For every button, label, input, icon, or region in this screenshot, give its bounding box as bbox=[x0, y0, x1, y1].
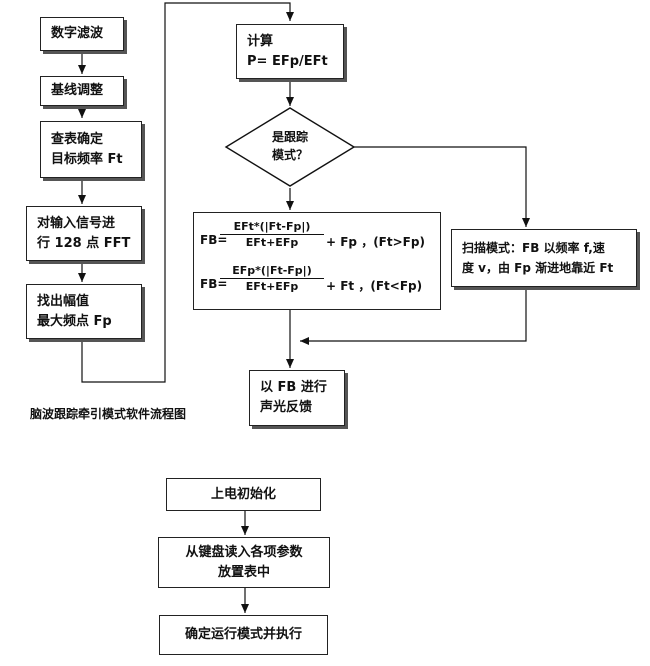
decision-line: 模式？ bbox=[271, 148, 308, 162]
scan-line: 扫描模式：FB 以频率 f,速 bbox=[462, 241, 605, 255]
output-feedback-box: 以 FB 进行 声光反馈 bbox=[249, 370, 345, 426]
formula2-denominator: EFt+EFp bbox=[245, 280, 299, 293]
step-label: 行 128 点 FFT bbox=[37, 235, 131, 251]
formula2-fraction: EFp*(|Ft-Fp|) EFt+EFp bbox=[220, 264, 324, 293]
output-line: 以 FB 进行 bbox=[260, 380, 327, 395]
step-compute: 计算 P= EFp/EFt bbox=[236, 24, 344, 79]
formula1-numerator: EFt*(|Ft-Fp|) bbox=[220, 220, 324, 235]
step-label: 计算 bbox=[247, 33, 274, 49]
formula2-lhs: FB= bbox=[200, 277, 228, 291]
step-fft: 对输入信号进 行 128 点 FFT bbox=[26, 206, 142, 261]
step-label: 上电初始化 bbox=[210, 486, 276, 502]
step-lookup-target-freq: 查表确定 目标频率 Ft bbox=[40, 121, 142, 178]
step-label: 基线调整 bbox=[51, 83, 104, 98]
output-line: 声光反馈 bbox=[260, 400, 313, 415]
step-label: 查表确定 bbox=[51, 131, 104, 147]
formula1-lhs: FB= bbox=[200, 233, 228, 247]
step-label: P= EFp/EFt bbox=[247, 53, 328, 69]
scan-mode-box: 扫描模式：FB 以频率 f,速 度 v，由 Fp 渐进地靠近 Ft bbox=[451, 229, 637, 287]
tracking-formula-box bbox=[193, 212, 441, 310]
decision-label: 是跟踪 模式？ bbox=[240, 128, 340, 164]
step-find-peak: 找出幅值 最大频点 Fp bbox=[26, 284, 142, 339]
step-digital-filter: 数字滤波 bbox=[40, 17, 124, 51]
step-baseline-adjust: 基线调整 bbox=[40, 76, 124, 106]
decision-line: 是跟踪 bbox=[271, 130, 308, 144]
formula1-denominator: EFt+EFp bbox=[245, 236, 299, 249]
diagram-caption: 脑波跟踪牵引模式软件流程图 bbox=[30, 407, 187, 421]
formula2-tail: + Ft ，(Ft<Fp) bbox=[326, 279, 423, 293]
step-label: 找出幅值 bbox=[37, 293, 90, 309]
step-read-params: 从键盘读入各项参数 放置表中 bbox=[158, 537, 330, 588]
step-label: 确定运行模式并执行 bbox=[184, 627, 302, 642]
step-label: 从键盘读入各项参数 bbox=[185, 544, 303, 560]
formula2-numerator: EFp*(|Ft-Fp|) bbox=[220, 264, 324, 279]
step-label: 目标频率 Ft bbox=[51, 151, 123, 167]
formula1-fraction: EFt*(|Ft-Fp|) EFt+EFp bbox=[220, 220, 324, 249]
formula1-tail: + Fp ，(Ft>Fp) bbox=[326, 235, 425, 249]
step-label: 对输入信号进 bbox=[37, 215, 116, 231]
decision-diamond bbox=[224, 107, 356, 187]
step-run-mode: 确定运行模式并执行 bbox=[159, 615, 328, 655]
step-label: 最大频点 Fp bbox=[37, 313, 112, 329]
step-power-init: 上电初始化 bbox=[166, 478, 321, 511]
scan-line: 度 v，由 Fp 渐进地靠近 Ft bbox=[462, 261, 614, 275]
step-label: 数字滤波 bbox=[51, 26, 104, 41]
step-label: 放置表中 bbox=[217, 564, 270, 580]
